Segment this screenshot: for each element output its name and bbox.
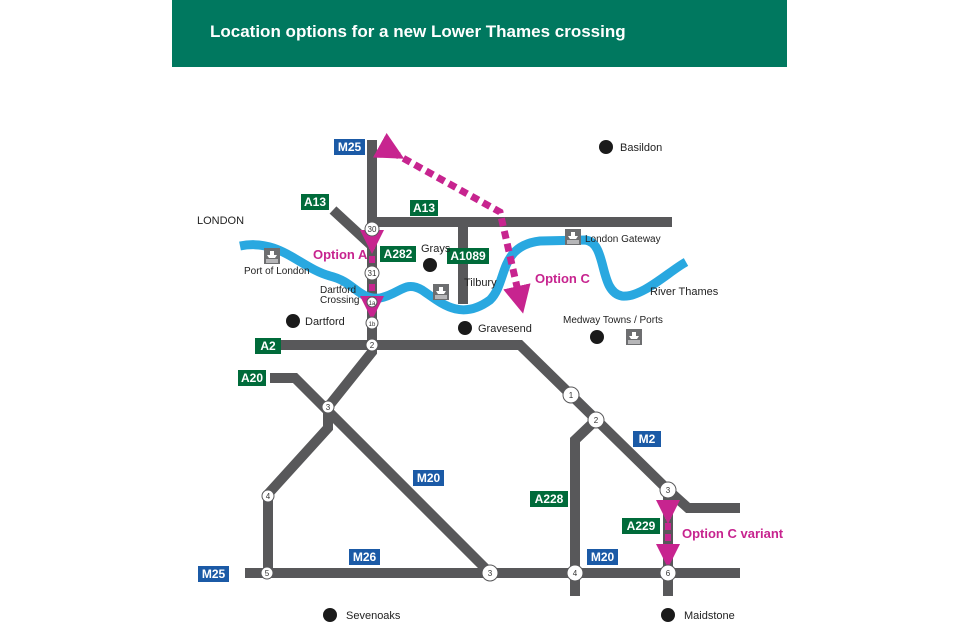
svg-text:M25: M25 — [338, 140, 362, 154]
svg-text:M20: M20 — [417, 471, 441, 485]
town-dot-basildon — [599, 140, 613, 154]
title-banner: Location options for a new Lower Thames … — [172, 0, 787, 67]
label-basildon: Basildon — [620, 142, 662, 154]
svg-text:A228: A228 — [535, 492, 564, 506]
towns — [286, 140, 675, 622]
town-dot-dartford — [286, 314, 300, 328]
label-london-gateway: London Gateway — [585, 234, 661, 245]
a2-shield: A2 — [255, 338, 281, 354]
option-c-route — [372, 132, 531, 314]
svg-text:31: 31 — [368, 269, 377, 278]
svg-text:4: 4 — [573, 569, 578, 578]
label-port-of-london: Port of London — [244, 266, 310, 277]
m26-shield: M26 — [349, 549, 380, 565]
junction-m26-3: 3 — [481, 564, 499, 582]
svg-text:A282: A282 — [384, 247, 413, 261]
svg-text:A229: A229 — [627, 519, 656, 533]
label-london: LONDON — [197, 215, 244, 227]
svg-text:4: 4 — [266, 492, 271, 501]
junction-1a: 1a — [366, 296, 378, 308]
a13-shield-west: A13 — [301, 194, 329, 210]
town-dot-medway — [590, 330, 604, 344]
label-option-c: Option C — [535, 271, 590, 286]
svg-text:5: 5 — [265, 569, 270, 578]
svg-text:A2: A2 — [260, 339, 276, 353]
svg-text:1b: 1b — [369, 322, 376, 328]
svg-text:M20: M20 — [591, 550, 615, 564]
label-option-c-variant: Option C variant — [682, 526, 784, 541]
junction-3: 3 — [321, 400, 335, 414]
town-dot-gravesend — [458, 321, 472, 335]
road-shields: M25 A13 A13 A282 A1089 A2 A20 M20 M2 A22… — [198, 139, 661, 582]
svg-text:A1089: A1089 — [450, 249, 486, 263]
svg-text:A13: A13 — [304, 195, 326, 209]
label-dartford-crossing-2: Crossing — [320, 295, 359, 306]
svg-text:M2: M2 — [639, 432, 656, 446]
label-grays: Grays — [421, 243, 451, 255]
svg-text:3: 3 — [326, 403, 331, 412]
a2-m2-road — [258, 340, 673, 573]
m20-shield-diag: M20 — [413, 470, 444, 486]
junctions: 30 31 1a 1b 2 3 4 5 3 4 6 1 2 3 — [260, 221, 677, 582]
junction-m20-4: 4 — [566, 564, 584, 582]
junction-2: 2 — [365, 338, 379, 352]
junction-m2-3: 3 — [659, 481, 677, 499]
m25-shield-south: M25 — [198, 566, 229, 582]
port-icon-tilbury — [432, 283, 450, 301]
a20-m20-road — [270, 373, 494, 577]
label-dartford-crossing-1: Dartford — [320, 285, 356, 296]
svg-text:M26: M26 — [353, 550, 377, 564]
port-icon-medway — [625, 328, 643, 346]
town-dot-maidstone — [661, 608, 675, 622]
junction-31: 31 — [364, 265, 380, 281]
m25-shield-north: M25 — [334, 139, 365, 155]
a228-road — [570, 416, 600, 596]
junction-4: 4 — [261, 489, 275, 503]
svg-text:1: 1 — [569, 391, 574, 400]
svg-text:2: 2 — [370, 341, 375, 350]
town-dot-grays — [423, 258, 437, 272]
svg-text:6: 6 — [666, 569, 671, 578]
label-river-thames: River Thames — [650, 286, 719, 298]
town-dot-sevenoaks — [323, 608, 337, 622]
label-gravesend: Gravesend — [478, 323, 532, 335]
label-medway: Medway Towns / Ports — [563, 315, 663, 326]
m20-shield-south: M20 — [587, 549, 618, 565]
a2-east-road — [664, 486, 740, 513]
junction-m2-2: 2 — [587, 411, 605, 429]
a1089-shield: A1089 — [447, 248, 489, 264]
svg-text:A13: A13 — [413, 201, 435, 215]
svg-text:1a: 1a — [369, 301, 376, 307]
label-dartford: Dartford — [305, 316, 345, 328]
a228-shield: A228 — [530, 491, 568, 507]
svg-text:M25: M25 — [202, 567, 226, 581]
label-option-a: Option A — [313, 247, 368, 262]
junction-1b: 1b — [365, 316, 379, 330]
port-icon-port-of-london — [263, 247, 281, 265]
junction-30: 30 — [364, 221, 380, 237]
svg-text:30: 30 — [368, 225, 377, 234]
label-sevenoaks: Sevenoaks — [346, 610, 401, 622]
label-maidstone: Maidstone — [684, 610, 735, 622]
a20-shield: A20 — [238, 370, 266, 386]
svg-text:3: 3 — [488, 569, 493, 578]
page-title: Location options for a new Lower Thames … — [210, 22, 626, 41]
m2-shield: M2 — [633, 431, 661, 447]
junction-m20-6: 6 — [659, 564, 677, 582]
svg-text:A20: A20 — [241, 371, 263, 385]
a282-shield: A282 — [380, 246, 416, 262]
svg-text:3: 3 — [666, 486, 671, 495]
a229-shield: A229 — [622, 518, 660, 534]
junction-5: 5 — [260, 566, 274, 580]
junction-m2-1: 1 — [562, 386, 580, 404]
port-icon-london-gateway — [564, 228, 582, 246]
label-tilbury: Tilbury — [464, 277, 497, 289]
a13-shield-east: A13 — [410, 200, 438, 216]
svg-text:2: 2 — [594, 416, 599, 425]
